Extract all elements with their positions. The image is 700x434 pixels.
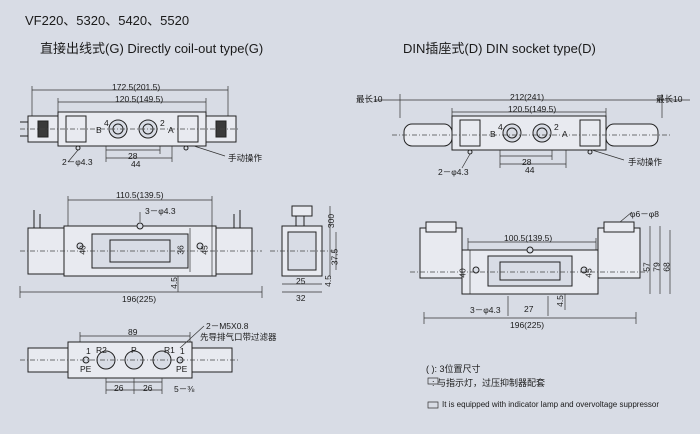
left-bottom-thread: 2－M5X0.8 [206, 321, 249, 331]
left-mid-d40: 40 [77, 245, 88, 255]
left-top-port-a: A [168, 125, 174, 135]
port-r1: R1 [164, 345, 175, 355]
right-top-d44: 44 [525, 165, 535, 175]
left-bottom-view [20, 326, 240, 394]
right-mid-overall: 196(225) [510, 320, 545, 330]
port-1-right: 1 [180, 346, 185, 356]
left-mid-width-dim: 110.5(139.5) [116, 190, 164, 200]
left-bottom-d26a: 26 [114, 383, 124, 393]
left-top-port-4: 4 [104, 118, 109, 128]
legend-box: : 与指示灯，过压抑制器配套 [432, 378, 546, 388]
side-d4-5: 4.5 [322, 275, 333, 287]
left-top-port-2: 2 [160, 118, 165, 128]
port-pe-right: PE [176, 364, 188, 374]
right-top-manual: 手动操作 [628, 157, 663, 167]
port-pe-left: PE [80, 364, 92, 374]
side-d25: 25 [296, 276, 306, 286]
side-d32: 32 [296, 293, 306, 303]
legend-box-marker-en [428, 402, 438, 408]
right-top-body: 120.5(149.5) [508, 104, 557, 114]
left-top-holes: 2－φ4.3 [62, 157, 93, 167]
right-top-port-a: A [562, 129, 568, 139]
port-1-left: 1 [86, 346, 91, 356]
left-mid-overall: 196(225) [122, 294, 157, 304]
right-mid-holes: 3－φ4.3 [470, 305, 501, 315]
right-mid-d27: 27 [524, 304, 534, 314]
right-top-overall: 212(241) [510, 92, 545, 102]
right-mid-d45: 45 [583, 268, 594, 278]
right-mid-width: 100.5(139.5) [504, 233, 553, 243]
right-top-port-2: 2 [554, 122, 559, 132]
model-title: VF220、5320、5420、5520 [25, 13, 190, 28]
left-mid-d45: 45 [199, 245, 210, 255]
right-mid-d68: 68 [661, 262, 672, 272]
left-mid-d4-5: 4.5 [168, 277, 179, 289]
left-bottom-pilot: 先导排气口带过滤器 [200, 332, 277, 342]
left-top-d28: 28 [128, 151, 138, 161]
right-type-title: DIN插座式(D) DIN socket type(D) [403, 41, 596, 56]
right-mid-d57: 57 [641, 262, 652, 272]
right-top-max-right: 最长10 [656, 94, 683, 104]
port-p: P [131, 345, 137, 355]
side-d37-5: 37.5 [329, 248, 340, 266]
right-mid-d4-5: 4.5 [554, 295, 565, 307]
legend-paren: ( ): 3位置尺寸 [426, 364, 481, 374]
side-d300: 300 [326, 213, 337, 229]
left-top-manual: 手动操作 [228, 153, 263, 163]
legend-english: It is equipped with indicator lamp and o… [442, 400, 660, 409]
left-mid-d36: 36 [175, 245, 186, 255]
right-front-view [410, 212, 670, 324]
left-top-view [20, 86, 240, 162]
right-top-view [374, 94, 690, 168]
left-front-view [20, 196, 336, 298]
right-top-max-left: 最长10 [356, 94, 383, 104]
left-top-overall-dim: 172.5(201.5) [112, 82, 161, 92]
right-top-holes: 2－φ4.3 [438, 167, 469, 177]
right-mid-d79: 79 [651, 262, 662, 272]
right-top-d28: 28 [522, 157, 532, 167]
port-r2: R2 [96, 345, 107, 355]
legend-box-marker [428, 378, 438, 384]
left-top-d44: 44 [131, 159, 141, 169]
left-top-port-b: B [96, 125, 102, 135]
right-mid-d40: 40 [457, 268, 468, 278]
right-top-port-b: B [490, 129, 496, 139]
left-top-body-dim: 120.5(149.5) [115, 94, 164, 104]
right-mid-holes-top: φ6－φ8 [630, 209, 659, 219]
left-bottom-d26b: 26 [143, 383, 153, 393]
left-mid-holes: 3－φ4.3 [145, 206, 176, 216]
right-top-port-4: 4 [498, 122, 503, 132]
left-bottom-d5-8: 5－⅜ [174, 384, 195, 394]
left-type-title: 直接出线式(G) Directly coil-out type(G) [40, 41, 264, 56]
left-bottom-d89: 89 [128, 327, 138, 337]
